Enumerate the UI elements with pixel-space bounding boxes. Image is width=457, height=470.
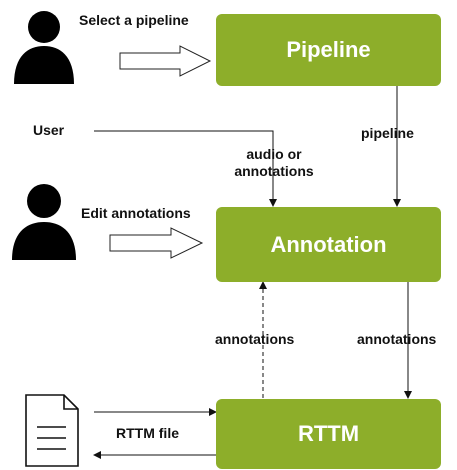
user-icon bbox=[14, 11, 74, 84]
annotation-node-label: Annotation bbox=[270, 231, 387, 257]
edit-annotations-arrow bbox=[109, 227, 204, 259]
pipeline-edge-label: pipeline bbox=[361, 125, 414, 141]
audio-or-annotations-label: audio or annotations bbox=[226, 146, 322, 180]
user-icon bbox=[12, 184, 76, 260]
select-pipeline-arrow bbox=[119, 45, 212, 77]
user-label: User bbox=[33, 122, 65, 138]
annotations-line: annotations bbox=[234, 163, 314, 179]
select-pipeline-label: Select a pipeline bbox=[79, 12, 189, 28]
rttm-node-label: RTTM bbox=[297, 421, 360, 446]
pipeline-node-label: Pipeline bbox=[286, 37, 371, 62]
annotations-down-label: annotations bbox=[357, 331, 437, 347]
pipeline-node: Pipeline bbox=[216, 14, 441, 86]
annotation-node: Annotation bbox=[216, 207, 441, 282]
rttm-node: RTTM bbox=[216, 399, 441, 469]
edit-annotations-label: Edit annotations bbox=[81, 205, 191, 221]
document-icon bbox=[25, 394, 79, 467]
rttm-file-label: RTTM file bbox=[116, 425, 179, 441]
audio-or-line: audio or bbox=[246, 146, 302, 162]
annotations-up-label: annotations bbox=[215, 331, 295, 347]
user-to-annotation-edge bbox=[94, 130, 277, 207]
